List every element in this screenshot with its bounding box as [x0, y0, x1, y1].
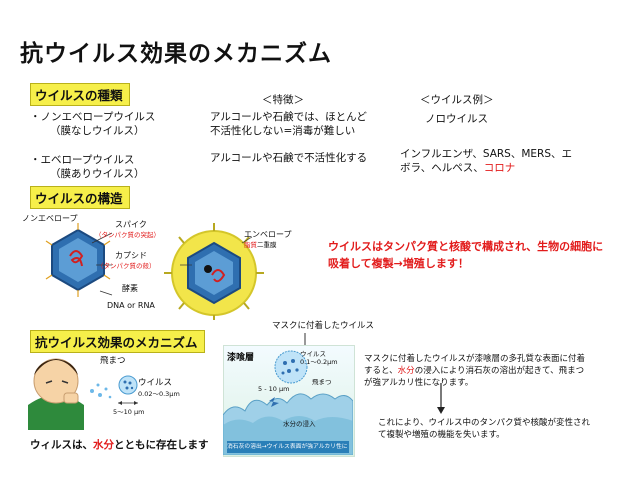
header-example: ＜ウイルス例＞ [420, 94, 494, 106]
non-envelope-virus [45, 223, 111, 297]
row2-name: ・エベロープウイルス （膜ありウイルス） [30, 154, 145, 180]
label-virus: ウイルス [138, 378, 173, 388]
label-spike-sub: （タンパク質の突起） [95, 231, 160, 239]
virus-structure-diagram [45, 223, 264, 320]
page-title: 抗ウイルス効果のメカニズム [20, 41, 332, 67]
droplet-spray [90, 383, 112, 399]
envelope-virus [164, 223, 264, 320]
mask-title: マスクに付着したウイルス [272, 321, 375, 331]
label-plaster-layer: 漆喰層 [227, 353, 255, 363]
row2-example: インフルエンザ、SARS、MERS、エボラ、ヘルペス、コロナ [400, 148, 573, 174]
row1-name: ・ノンエベロープウイルス （膜なしウイルス） [30, 111, 156, 137]
droplet-icon [118, 375, 138, 395]
row1-example: ノロウイルス [425, 113, 488, 125]
mechanism-explanation-1: マスクに付着したウイルスが漆喰層の多孔質な表面に付着すると、水分の浸入により消石… [364, 354, 586, 388]
plaster-layer-diagram [223, 350, 353, 455]
row1-feature: アルコールや石鹸では、ほとんど不活性化しない=消毒が難しい [210, 111, 367, 137]
label-non-envelope: ノンエベロープ [22, 214, 78, 223]
label-droplet: 飛まつ [100, 356, 126, 366]
structure-note: ウイルスはタンパク質と核酸で構成され、生物の細胞に吸着して複製→増殖します！ [328, 240, 604, 270]
mechanism-explanation-2: これにより、ウイルス中のタンパク質や核酸が変性されて複製や増殖の機能を失います。 [378, 418, 590, 440]
header-feature: ＜特徴＞ [262, 94, 304, 106]
label-capsid-sub: （タンパク質の殻） [97, 262, 156, 270]
panel-footer: 消石灰の溶出→ウイルス表面が強アルカリ性に [227, 444, 348, 450]
label-spike: スパイク [115, 220, 147, 229]
section-types-heading: ウイルスの種類 [30, 83, 130, 106]
label-envelope: エンベロープ [244, 230, 292, 239]
section-structure-heading: ウイルスの構造 [30, 186, 130, 209]
panel-droplet-label: 飛まつ [312, 378, 332, 386]
section-mechanism-heading: 抗ウイルス効果のメカニズム [30, 330, 205, 353]
label-dna: DNA or RNA [107, 301, 155, 310]
down-arrow-icon-2 [437, 383, 445, 414]
label-droplet-size: 5〜10 μm [113, 408, 145, 416]
label-enzyme: 酵素 [122, 284, 138, 293]
sneezing-person-illustration [28, 358, 138, 430]
label-envelope-sub: 脂質二重膜 [244, 241, 277, 249]
mechanism-caption: ウィルスは、水分とともに存在します [30, 439, 209, 451]
row2-feature: アルコールや石鹸で不活性化する [210, 152, 368, 164]
corona-highlight: コロナ [483, 162, 516, 174]
label-capsid: カプシド [115, 251, 147, 260]
panel-water-label: 水分の浸入 [283, 420, 316, 428]
panel-droplet-size: 5 - 10 μm [258, 385, 290, 393]
label-virus-size: 0.02〜0.3μm [138, 390, 180, 398]
